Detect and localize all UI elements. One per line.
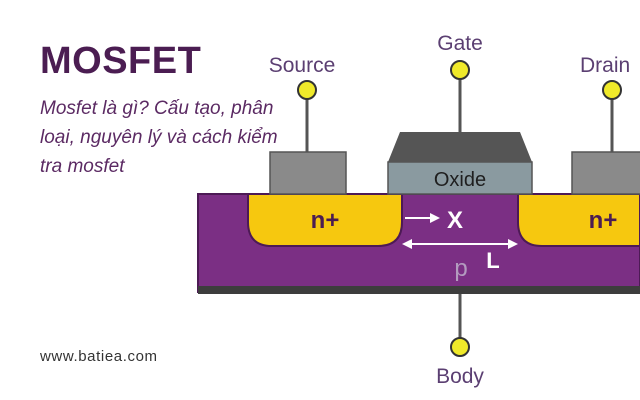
oxide-label: Oxide	[434, 169, 486, 191]
gate-terminal-dot	[450, 60, 470, 80]
body-terminal-dot	[450, 337, 470, 357]
source-terminal-dot	[297, 80, 317, 100]
n-plus-right-region	[517, 193, 640, 247]
n-plus-right-label: n+	[589, 207, 618, 234]
l-arrow-head-right	[508, 239, 518, 249]
n-plus-left-label: n+	[311, 207, 340, 234]
x-label: X	[447, 207, 463, 234]
drain-terminal-dot	[602, 80, 622, 100]
n-plus-left-region	[247, 193, 403, 247]
l-label: L	[486, 248, 499, 273]
source-contact	[269, 151, 347, 195]
gate-label: Gate	[437, 32, 483, 55]
x-arrow-head	[430, 213, 440, 223]
body-contact-plate	[198, 286, 640, 294]
page-title: MOSFET	[40, 40, 202, 82]
p-label: p	[454, 255, 467, 282]
l-arrow-head-left	[402, 239, 412, 249]
subtitle: Mosfet là gì? Cấu tạo, phân loại, nguyên…	[40, 98, 278, 177]
website-url[interactable]: www.batiea.com	[40, 348, 158, 365]
gate-metal	[388, 132, 532, 162]
source-label: Source	[269, 54, 336, 77]
body-label: Body	[436, 365, 484, 388]
drain-contact	[571, 151, 640, 195]
drain-label: Drain	[580, 54, 630, 77]
